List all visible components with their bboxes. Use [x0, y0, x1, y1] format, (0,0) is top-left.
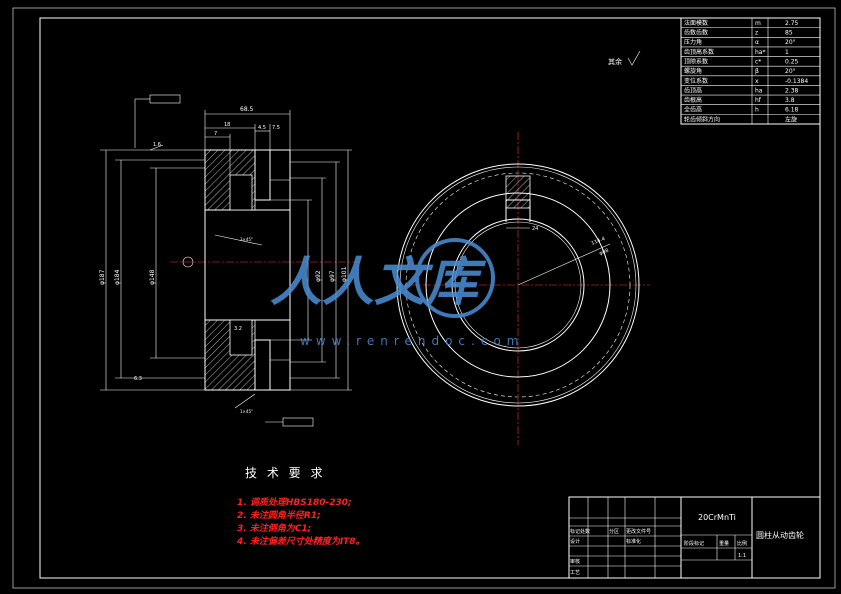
- param-value: 20°: [785, 39, 796, 46]
- dim-bore: φ88: [599, 248, 610, 257]
- param-value: 2.75: [785, 20, 799, 27]
- param-value: -0.1384: [785, 78, 808, 85]
- param-symbol: α: [755, 39, 759, 46]
- tb-cell-8: 重量: [719, 540, 729, 547]
- tb-cell-6: 工艺: [570, 570, 580, 576]
- dim-keyway-depth: 114.4: [591, 236, 607, 247]
- tb-cell-4: 标准化: [626, 538, 641, 545]
- tech-item-4: 4. 未注偏差尺寸处精度为IT8。: [236, 536, 365, 547]
- param-label: 齿数齿数: [684, 29, 708, 37]
- roughness-symbol: [627, 50, 641, 66]
- param-symbol: β: [755, 68, 759, 75]
- section-view: [100, 94, 360, 427]
- inner-frame: [39, 17, 821, 579]
- param-value: 6.18: [785, 107, 799, 114]
- front-view: [395, 132, 650, 445]
- dim-width-4: 7: [214, 131, 217, 137]
- param-value: 85: [785, 30, 793, 37]
- param-symbol: m: [755, 20, 761, 27]
- param-value: 1: [785, 49, 789, 56]
- parameter-table: 法面模数 m 2.75 齿数齿数 z 85 压力角 α 20° 齿顶高系数 ha* 1 顶隙系数 c* 0.…: [680, 17, 821, 125]
- title-part-name: 圆柱从动齿轮: [756, 530, 804, 540]
- param-symbol: hf: [755, 97, 762, 104]
- param-symbol: z: [755, 30, 758, 37]
- roughness-note: 其余: [608, 57, 622, 66]
- param-value: 3.8: [785, 97, 795, 104]
- dim-width-3: 7.5: [272, 125, 280, 131]
- param-label: 法面模数: [684, 19, 708, 27]
- watermark-logo: 人人文库: [270, 252, 487, 313]
- dim-right-diameter-1: φ101: [341, 266, 348, 282]
- dim-chamfer-2: 1×45°: [240, 409, 253, 414]
- param-symbol: ha*: [755, 49, 765, 56]
- param-label: 齿顶高: [684, 86, 702, 94]
- dim-right-diameter-2: φ97: [329, 270, 336, 282]
- dim-root-diameter: φ148: [149, 269, 156, 285]
- tb-cell-3: 设计: [570, 538, 580, 545]
- param-value: 0.25: [785, 58, 799, 65]
- tb-cell-9: 比例: [737, 540, 747, 547]
- tb-cell-1: 分区: [609, 528, 619, 535]
- param-symbol: c*: [755, 58, 761, 65]
- tb-cell-0: 标记处数: [570, 528, 590, 535]
- tb-cell-2: 更改文件号: [626, 528, 651, 535]
- param-label: 螺旋角: [684, 67, 702, 75]
- param-symbol: ha: [755, 87, 763, 94]
- param-value: 2.38: [785, 87, 799, 94]
- title-material: 20CrMnTi: [698, 513, 736, 522]
- watermark: 人人文库 www.renrendoc.com: [270, 238, 524, 348]
- tech-title: 技 术 要 求: [245, 466, 325, 480]
- dim-right-diameter-3: φ92: [315, 270, 322, 282]
- tb-cell-7: 阶段标记: [684, 540, 704, 547]
- tech-item-3: 3. 未注倒角为C1;: [237, 523, 311, 534]
- roughness-3: 6.3: [134, 376, 142, 382]
- param-label: 顶隙系数: [684, 57, 708, 65]
- param-label: 全齿高: [684, 106, 702, 114]
- tb-cell-10: 1:1: [738, 553, 746, 559]
- outer-border: [12, 7, 836, 589]
- dim-width-1: 18: [224, 122, 230, 128]
- param-symbol: x: [755, 78, 759, 85]
- tech-item-1: 1. 调质处理HBS180-230;: [237, 497, 352, 508]
- watermark-url: www.renrendoc.com: [300, 334, 524, 348]
- dim-keyway-width: 24: [532, 226, 538, 232]
- tb-cell-5: 审核: [570, 558, 580, 565]
- param-label: 齿顶高系数: [684, 48, 714, 56]
- dim-outer-diameter: φ187: [99, 269, 106, 285]
- param-label: 变位系数: [684, 77, 708, 85]
- param-value: 左旋: [785, 115, 797, 123]
- roughness-2: 3.2: [234, 326, 242, 332]
- param-label: 轮齿倾斜方向: [684, 115, 720, 123]
- param-label: 压力角: [684, 38, 702, 46]
- dim-width-2: 4.5: [258, 125, 266, 131]
- tech-item-2: 2. 未注圆角半径R1;: [237, 510, 321, 521]
- title-block: [568, 496, 821, 579]
- param-label: 齿根高: [684, 96, 702, 104]
- dim-tip-diameter: φ184: [114, 269, 121, 285]
- roughness-1: 1.6: [153, 142, 161, 148]
- param-symbol: h: [755, 107, 759, 114]
- param-value: 20°: [785, 68, 796, 75]
- dim-chamfer-1: 3×45°: [240, 237, 253, 242]
- dim-overall-length: 68.5: [240, 106, 254, 113]
